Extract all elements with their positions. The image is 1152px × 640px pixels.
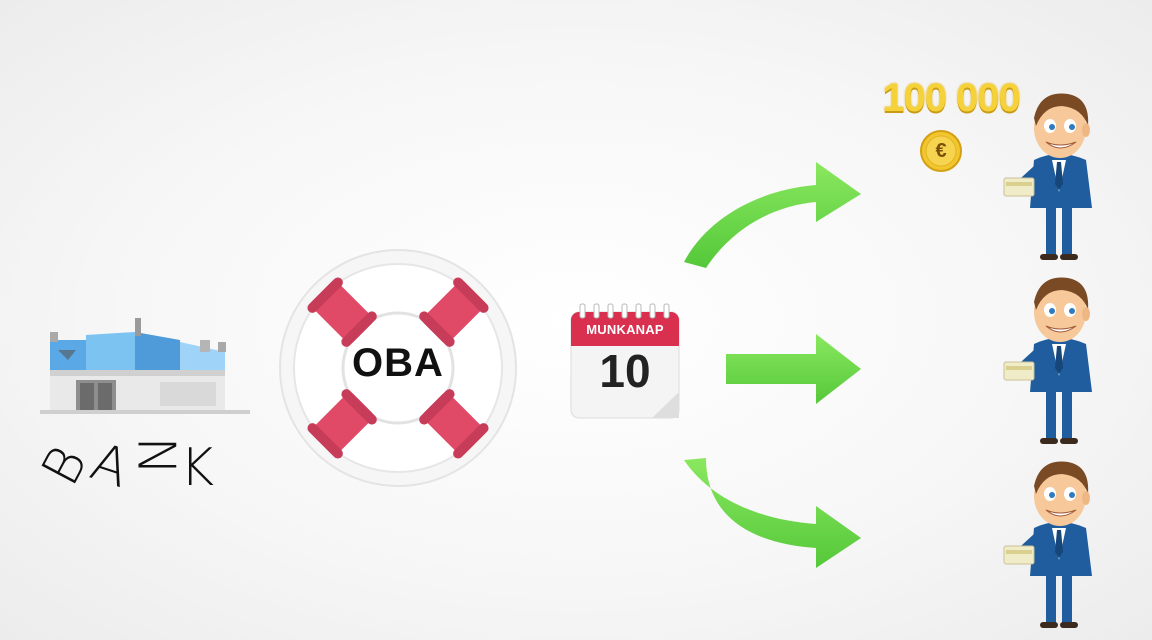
arrow-down-right-icon — [684, 458, 861, 568]
payout-amount: 100 000 — [882, 76, 1021, 120]
calendar-day-number: 10 — [599, 345, 651, 397]
arrow-up-right-icon — [684, 162, 861, 268]
lifebuoy-icon — [279, 249, 517, 487]
calendar-icon — [570, 303, 680, 419]
customer-3-figure — [1003, 461, 1092, 628]
bank-letter-k: K — [180, 438, 215, 498]
arrow-right-icon — [726, 334, 861, 404]
bank-letter-n: N — [125, 436, 186, 476]
customer-1-figure — [1003, 93, 1092, 260]
currency-symbol: € — [935, 140, 947, 162]
bank-building-icon — [40, 318, 250, 414]
bank-label: B A N K — [31, 432, 240, 502]
euro-coin-icon — [920, 130, 962, 172]
arrows-group — [684, 162, 861, 568]
lifebuoy-label: OBA — [352, 341, 444, 385]
customer-2-figure — [1003, 277, 1092, 444]
calendar-title: MUNKANAP — [586, 322, 664, 337]
